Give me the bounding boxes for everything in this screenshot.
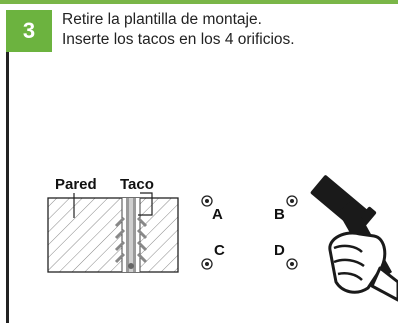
instructions: Retire la plantilla de montaje. Inserte … [62,10,295,50]
wall-section [47,197,179,273]
anchor-plug [114,198,148,272]
anchor-label: Taco [120,176,154,193]
wall-label: Pared [55,176,97,193]
hole-b-marker [286,195,298,207]
hammer-in-hand-icon [310,175,398,302]
top-accent-bar [0,0,398,4]
hole-d-marker [286,258,298,270]
left-rule [6,52,9,323]
instruction-line-1: Retire la plantilla de montaje. [62,11,262,28]
hole-c-marker [201,258,213,270]
hole-c-label: C [214,242,225,259]
hole-b-label: B [274,206,285,223]
instruction-line-2: Inserte los tacos en los 4 orificios. [62,31,295,48]
hole-a-marker [201,195,213,207]
anchor-leader-line [138,192,153,216]
step-number-badge: 3 [6,10,52,52]
hole-a-label: A [212,206,223,223]
hole-d-label: D [274,242,285,259]
